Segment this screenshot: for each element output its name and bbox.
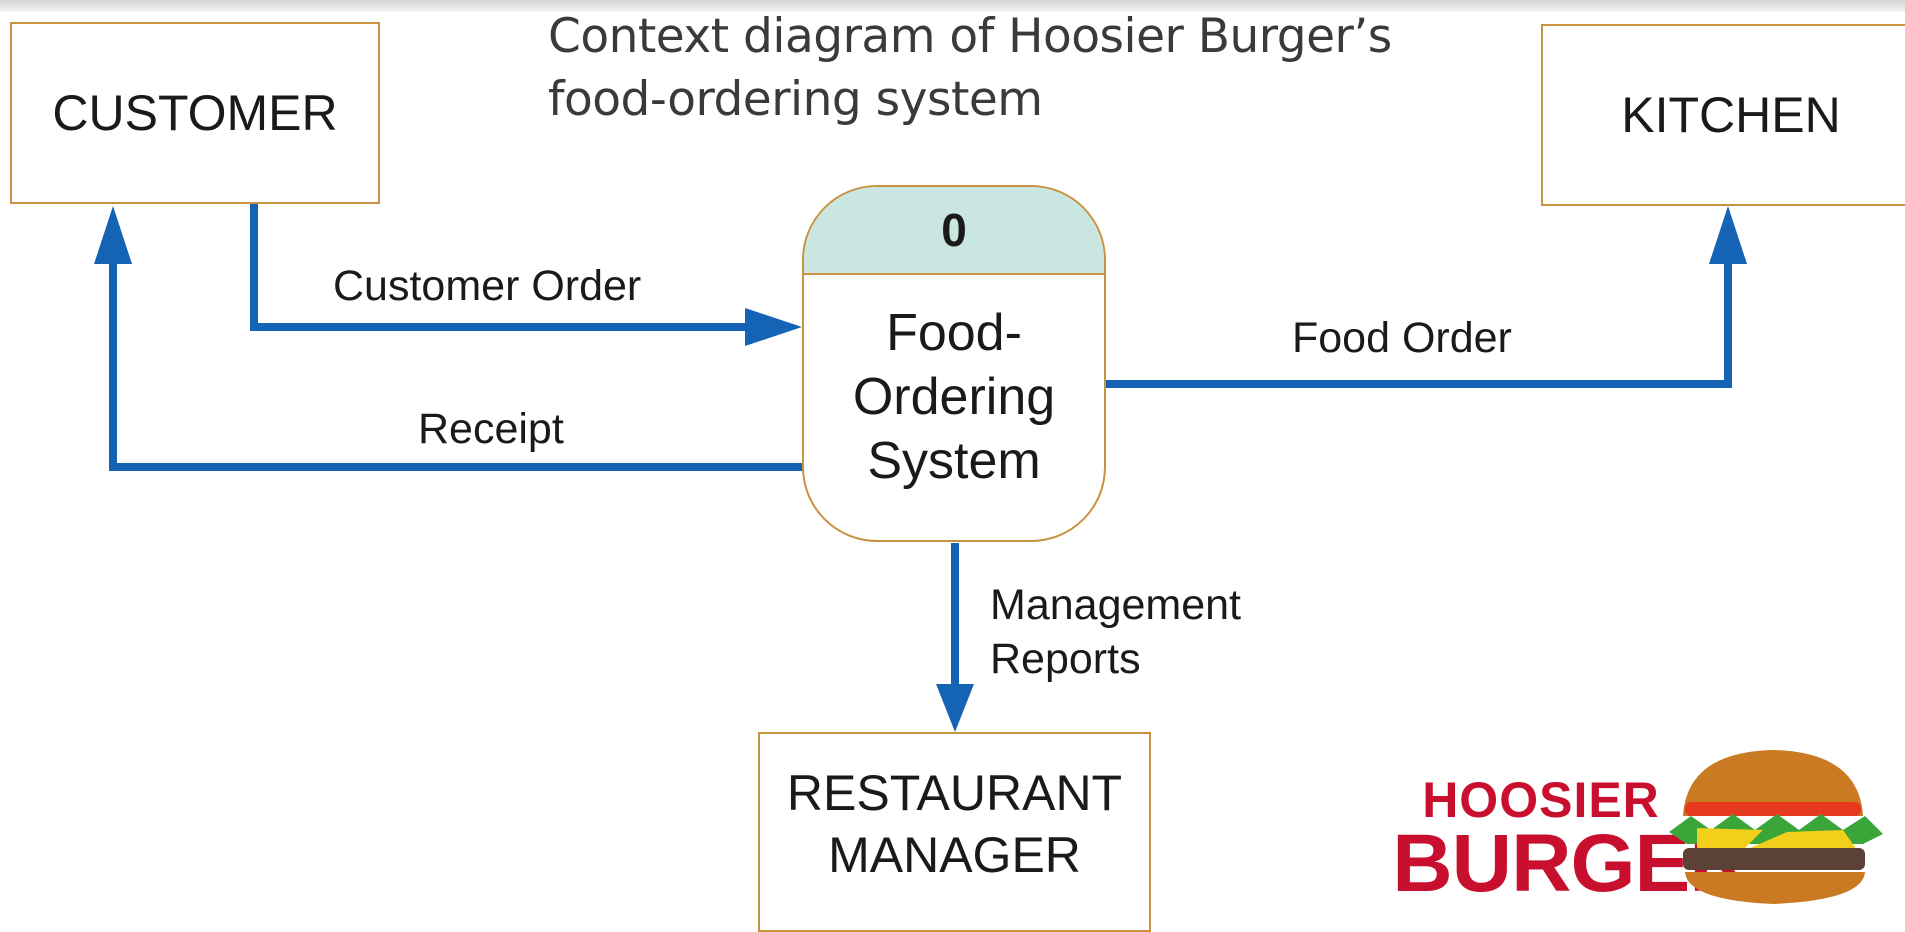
customer-order-arrowhead [745, 308, 802, 346]
process-name-line-3: System [867, 432, 1041, 490]
customer-entity: CUSTOMER [10, 22, 380, 204]
process-name-line-2: Ordering [852, 368, 1056, 426]
logo-line-1: HOOSIER [1422, 772, 1660, 828]
flow-arrows-layer [94, 204, 1747, 732]
management-reports-line-2: Reports [990, 635, 1141, 683]
restaurant-manager-entity: RESTAURANT MANAGER [758, 732, 1151, 932]
manager-label-line-1: RESTAURANT [786, 765, 1123, 821]
management-reports-label: Management Reports [990, 578, 1241, 686]
burger-icon [1669, 750, 1883, 904]
top-bar [0, 0, 1905, 12]
customer-order-flow [250, 204, 755, 331]
customer-label: CUSTOMER [52, 85, 338, 141]
kitchen-label: KITCHEN [1621, 87, 1841, 143]
food-ordering-process: 0 Food- Ordering System [802, 185, 1106, 542]
customer-order-label: Customer Order [333, 262, 642, 310]
management-reports-line-1: Management [990, 581, 1241, 629]
kitchen-entity: KITCHEN [1541, 24, 1905, 206]
food-order-arrowhead [1709, 206, 1747, 264]
process-id: 0 [804, 187, 1104, 275]
food-order-label: Food Order [1292, 314, 1512, 362]
food-order-flow [1106, 248, 1732, 388]
logo-line-2: BURGER [1392, 818, 1749, 909]
manager-label-line-2: MANAGER [828, 827, 1081, 883]
process-name-line-1: Food- [886, 304, 1022, 362]
hoosier-burger-logo: HOOSIER BURGER [1392, 744, 1885, 909]
title-line-1: Context diagram of Hoosier Burger’s [548, 9, 1392, 64]
receipt-arrowhead [94, 206, 132, 264]
logo-wordmark: HOOSIER BURGER [1392, 772, 1749, 909]
receipt-label: Receipt [418, 405, 564, 453]
management-reports-arrowhead [936, 684, 974, 732]
receipt-flow [109, 248, 803, 471]
title-line-2: food-ordering system [548, 72, 1043, 127]
process-name: Food- Ordering System [804, 301, 1104, 493]
diagram-title: Context diagram of Hoosier Burger’s food… [548, 5, 1392, 131]
